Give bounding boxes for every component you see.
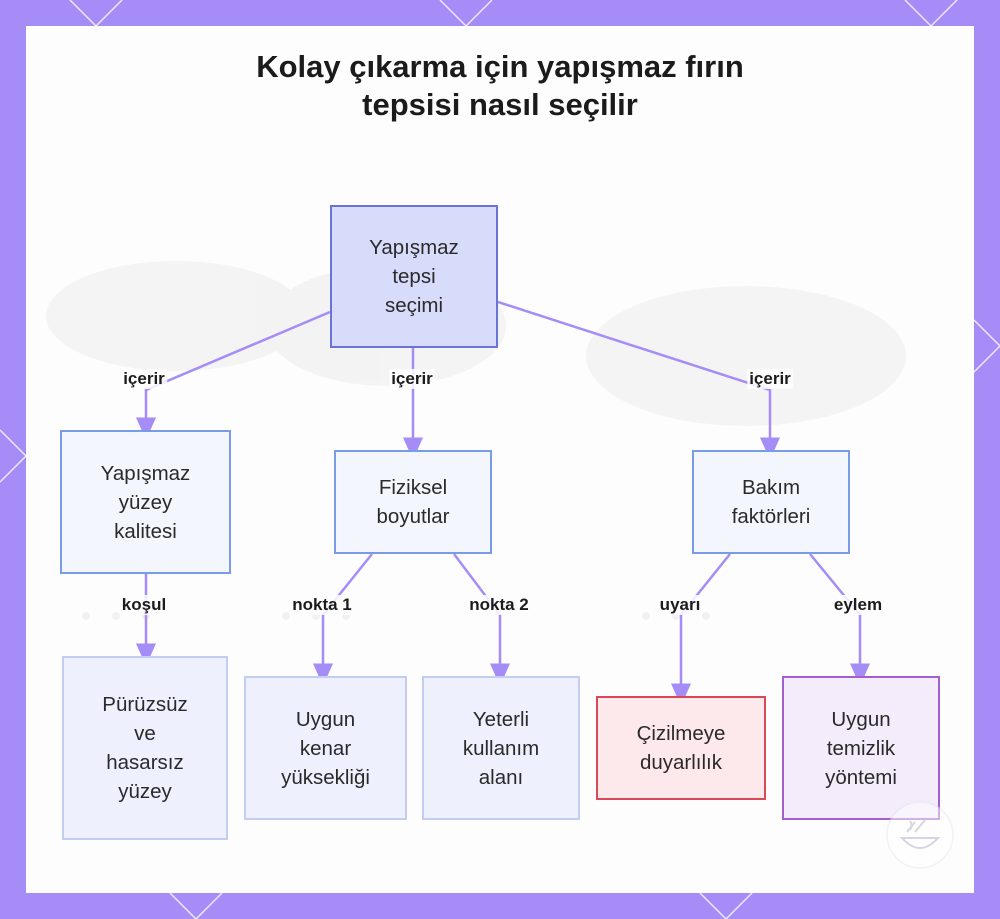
- edge-label-root-care: içerir: [747, 369, 793, 389]
- edge-label-dimensions-edge: nokta 1: [290, 595, 354, 615]
- edge-label-root-surface: içerir: [121, 369, 167, 389]
- edge-dimensions-edge: [313, 553, 373, 686]
- node-scratch-sensitivity-label: Çizilmeye duyarlılık: [636, 722, 726, 774]
- node-root: Yapışmaz tepsi seçimi: [330, 205, 498, 348]
- node-surface-quality-label: Yapışmaz yüzey kalitesi: [100, 461, 191, 543]
- node-smooth-surface: Pürüzsüz ve hasarsız yüzey: [62, 656, 228, 840]
- node-care-factors-label: Bakım faktörleri: [731, 476, 811, 528]
- node-usable-area: Yeterli kullanım alanı: [422, 676, 580, 820]
- edge-label-dimensions-area: nokta 2: [467, 595, 531, 615]
- title-line-1: Kolay çıkarma için yapışmaz fırın: [256, 49, 744, 84]
- node-edge-height-label: Uygun kenar yüksekliği: [281, 707, 370, 789]
- edge-label-care-scratch: uyarı: [657, 595, 703, 615]
- node-root-label: Yapışmaz tepsi seçimi: [369, 236, 459, 317]
- node-smooth-surface-label: Pürüzsüz ve hasarsız yüzey: [102, 693, 188, 803]
- edge-root-surface: [136, 310, 331, 440]
- edge-dimensions-area: [453, 553, 510, 686]
- node-cleaning-method: Uygun temizlik yöntemi: [782, 676, 940, 820]
- node-cleaning-method-label: Uygun temizlik yöntemi: [825, 707, 897, 789]
- node-edge-height: Uygun kenar yüksekliği: [244, 676, 407, 820]
- edge-root-care: [497, 300, 780, 460]
- bowl-icon: [886, 801, 954, 869]
- node-physical-dimensions: Fiziksel boyutlar: [334, 450, 492, 554]
- title-line-2: tepsisi nasıl seçilir: [362, 87, 638, 122]
- node-surface-quality: Yapışmaz yüzey kalitesi: [60, 430, 231, 574]
- edge-care-cleaning: [809, 553, 870, 686]
- node-scratch-sensitivity: Çizilmeye duyarlılık: [596, 696, 766, 800]
- edge-label-root-dimensions: içerir: [389, 369, 435, 389]
- edge-label-care-cleaning: eylem: [831, 595, 885, 615]
- edge-label-surface-smooth: koşul: [119, 595, 169, 615]
- node-physical-dimensions-label: Fiziksel boyutlar: [376, 476, 450, 528]
- edge-care-scratch: [671, 553, 731, 706]
- node-usable-area-label: Yeterli kullanım alanı: [462, 707, 540, 789]
- diagram-title: Kolay çıkarma için yapışmaz fırın tepsis…: [0, 48, 1000, 124]
- node-care-factors: Bakım faktörleri: [692, 450, 850, 554]
